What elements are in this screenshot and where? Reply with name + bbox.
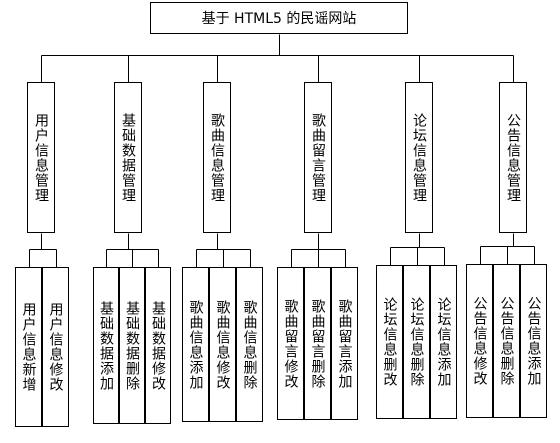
module-node-4: 论坛信息管理	[405, 82, 433, 233]
root-label: 基于 HTML5 的民谣网站	[201, 11, 357, 27]
leaf-node-3-0: 歌曲留言修改	[277, 267, 304, 420]
leaf-node-1-1: 基础数据删除	[119, 267, 145, 424]
leaf-label: 论坛信息删除	[408, 297, 425, 387]
leaf-node-5-0: 公告信息修改	[466, 264, 493, 418]
leaf-label: 用户信息新增	[20, 302, 37, 392]
leaf-label: 歌曲信息添加	[187, 299, 204, 390]
module-node-5: 公告信息管理	[499, 82, 527, 233]
module-label: 公告信息管理	[505, 112, 521, 203]
root-node: 基于 HTML5 的民谣网站	[150, 2, 408, 34]
leaf-label: 公告信息添加	[525, 296, 542, 386]
leaf-label: 公告信息修改	[471, 296, 488, 386]
leaf-label: 论坛信息删改	[381, 297, 398, 387]
module-node-3: 歌曲留言管理	[304, 82, 332, 233]
leaf-label: 基础数据添加	[98, 300, 114, 391]
module-label: 歌曲信息管理	[209, 112, 225, 203]
leaf-label: 基础数据修改	[150, 300, 166, 391]
leaf-node-4-1: 论坛信息删除	[403, 265, 430, 419]
module-label: 基础数据管理	[120, 112, 136, 203]
leaf-label: 基础数据删除	[124, 300, 140, 391]
module-label: 论坛信息管理	[411, 112, 427, 203]
leaf-node-2-0: 歌曲信息添加	[182, 267, 209, 422]
leaf-node-4-2: 论坛信息添加	[430, 265, 457, 419]
leaf-node-5-1: 公告信息删除	[493, 264, 520, 418]
leaf-label: 论坛信息添加	[435, 297, 452, 387]
leaf-node-3-1: 歌曲留言删除	[304, 267, 331, 420]
leaf-node-2-2: 歌曲信息删除	[236, 267, 263, 422]
leaf-node-1-2: 基础数据修改	[145, 267, 171, 424]
leaf-label: 歌曲信息修改	[214, 299, 231, 390]
leaf-label: 歌曲留言修改	[282, 298, 299, 389]
leaf-node-4-0: 论坛信息删改	[376, 265, 403, 419]
leaf-node-5-2: 公告信息添加	[520, 264, 547, 418]
module-label: 歌曲留言管理	[310, 112, 326, 203]
module-label: 用户信息管理	[33, 112, 49, 203]
module-node-2: 歌曲信息管理	[203, 82, 231, 233]
module-node-0: 用户信息管理	[27, 82, 55, 233]
leaf-node-0-0: 用户信息新增	[15, 267, 42, 427]
leaf-node-2-1: 歌曲信息修改	[209, 267, 236, 422]
leaf-label: 歌曲留言删除	[309, 298, 326, 389]
leaf-label: 歌曲信息删除	[241, 299, 258, 390]
leaf-label: 用户信息修改	[47, 302, 64, 392]
leaf-node-1-0: 基础数据添加	[93, 267, 119, 424]
module-node-1: 基础数据管理	[114, 82, 142, 233]
leaf-node-3-2: 歌曲留言添加	[331, 267, 358, 420]
leaf-node-0-1: 用户信息修改	[42, 267, 69, 427]
leaf-label: 歌曲留言添加	[336, 298, 353, 389]
leaf-label: 公告信息删除	[498, 296, 515, 386]
